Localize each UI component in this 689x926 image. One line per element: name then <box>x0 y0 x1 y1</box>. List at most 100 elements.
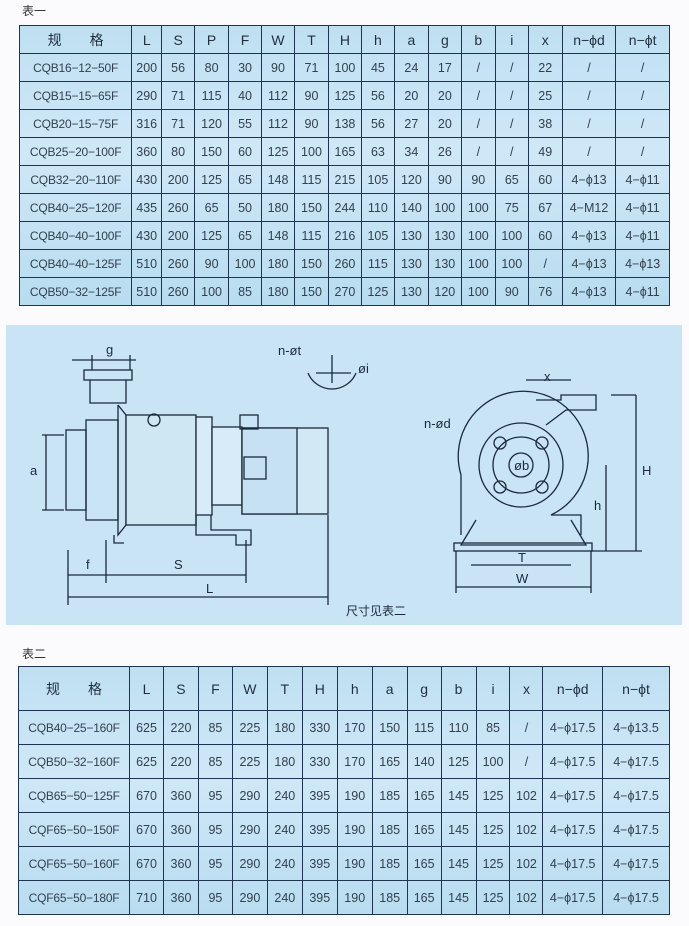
value-cell: 130 <box>427 221 462 250</box>
table1-header-5: W <box>261 25 295 54</box>
table1-header-2: S <box>161 25 196 54</box>
value-cell: 290 <box>131 81 163 110</box>
value-cell: 17 <box>427 53 462 82</box>
value-cell: 90 <box>494 277 529 306</box>
value-cell: 20 <box>427 109 462 138</box>
value-cell: 4−ϕ17.5 <box>542 744 604 779</box>
value-cell: 148 <box>261 221 295 250</box>
value-cell: / <box>615 81 670 110</box>
value-cell: 180 <box>261 277 295 306</box>
value-cell: 125 <box>475 880 511 915</box>
value-cell: 360 <box>163 778 199 813</box>
model-cell: CQB40−25−160F <box>17 710 131 745</box>
value-cell: 180 <box>261 193 295 222</box>
value-cell: 4−ϕ17.5 <box>542 710 604 745</box>
value-cell: 395 <box>301 880 338 915</box>
value-cell: 102 <box>509 812 544 847</box>
value-cell: 71 <box>161 109 196 138</box>
value-cell: 260 <box>161 249 196 278</box>
value-cell: 100 <box>327 53 362 82</box>
label-n-phi-t: n-øt <box>278 343 302 358</box>
value-cell: 180 <box>266 710 303 745</box>
value-cell: 100 <box>228 249 263 278</box>
value-cell: 430 <box>131 221 163 250</box>
table1-header-1: L <box>131 25 163 54</box>
value-cell: 100 <box>293 137 329 166</box>
value-cell: / <box>615 109 670 138</box>
value-cell: 4−ϕ17.5 <box>542 812 604 847</box>
value-cell: 105 <box>360 165 395 194</box>
label-H: H <box>642 463 651 478</box>
model-cell: CQB32−20−110F <box>18 165 133 194</box>
value-cell: 125 <box>360 277 395 306</box>
value-cell: 290 <box>231 880 268 915</box>
value-cell: 260 <box>327 249 362 278</box>
value-cell: 140 <box>393 193 429 222</box>
value-cell: 50 <box>228 193 263 222</box>
value-cell: 710 <box>129 880 164 915</box>
model-cell: CQF65−50−180F <box>17 880 131 915</box>
value-cell: 115 <box>360 249 395 278</box>
value-cell: / <box>509 744 544 779</box>
table2-header-5: T <box>266 666 303 711</box>
value-cell: 4−ϕ11 <box>615 165 670 194</box>
value-cell: 140 <box>406 744 442 779</box>
table2-header-2: S <box>163 666 199 711</box>
value-cell: 112 <box>261 109 295 138</box>
value-cell: 4−ϕ17.5 <box>602 880 670 915</box>
model-cell: CQB50−32−125F <box>18 277 133 306</box>
value-cell: 145 <box>440 846 477 881</box>
value-cell: 216 <box>327 221 362 250</box>
value-cell: 56 <box>360 81 395 110</box>
value-cell: 220 <box>163 744 199 779</box>
value-cell: 38 <box>527 109 563 138</box>
value-cell: 670 <box>129 846 164 881</box>
value-cell: 130 <box>427 249 462 278</box>
value-cell: 4−ϕ17.5 <box>602 744 670 779</box>
label-f: f <box>86 557 90 572</box>
value-cell: 76 <box>527 277 563 306</box>
value-cell: 260 <box>161 193 196 222</box>
value-cell: 4−ϕ17.5 <box>602 778 670 813</box>
value-cell: 125 <box>261 137 295 166</box>
value-cell: / <box>494 53 529 82</box>
value-cell: 180 <box>266 744 303 779</box>
table2-header-8: a <box>371 666 408 711</box>
table2-header-3: F <box>197 666 233 711</box>
value-cell: 90 <box>293 109 329 138</box>
value-cell: / <box>561 81 617 110</box>
value-cell: 360 <box>163 846 199 881</box>
value-cell: 190 <box>336 846 373 881</box>
value-cell: 25 <box>527 81 563 110</box>
value-cell: 102 <box>509 778 544 813</box>
model-cell: CQB65−50−125F <box>17 778 131 813</box>
value-cell: 90 <box>427 165 462 194</box>
value-cell: 55 <box>228 109 263 138</box>
value-cell: 110 <box>440 710 477 745</box>
label-W: W <box>516 571 529 586</box>
table1-header-15: n−ϕt <box>615 25 670 54</box>
value-cell: 180 <box>261 249 295 278</box>
value-cell: 200 <box>131 53 163 82</box>
value-cell: 510 <box>131 277 163 306</box>
value-cell: / <box>494 81 529 110</box>
value-cell: 71 <box>293 53 329 82</box>
value-cell: / <box>509 710 544 745</box>
table1-header-4: F <box>228 25 263 54</box>
value-cell: 95 <box>197 812 233 847</box>
table2-header-0: 规 格 <box>17 666 131 711</box>
value-cell: 26 <box>427 137 462 166</box>
value-cell: 125 <box>475 846 511 881</box>
value-cell: 330 <box>301 710 338 745</box>
value-cell: 100 <box>194 277 230 306</box>
table1-header-10: g <box>427 25 462 54</box>
value-cell: 49 <box>527 137 563 166</box>
value-cell: 200 <box>161 165 196 194</box>
value-cell: 625 <box>129 744 164 779</box>
